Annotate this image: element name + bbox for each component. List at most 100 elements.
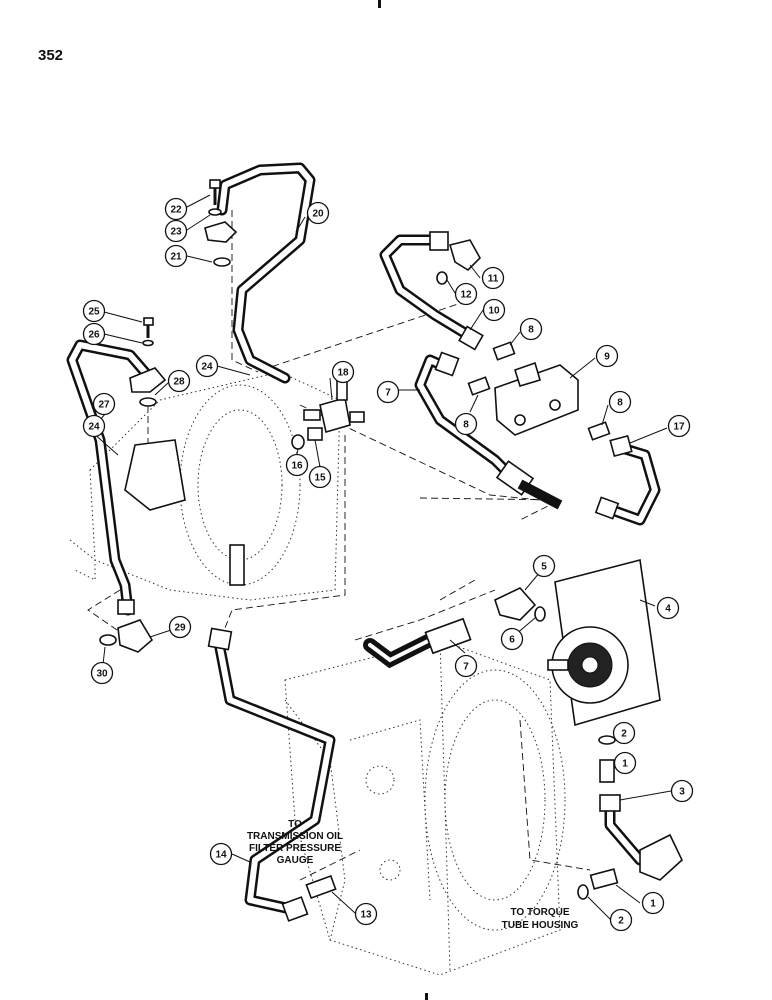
callout-2: 2 — [609, 908, 633, 932]
callout-circle — [164, 219, 188, 243]
callout-label: 27 — [98, 400, 110, 411]
callout-29: 29 — [168, 615, 192, 639]
callout-label: 2 — [621, 729, 627, 740]
callout-label: 16 — [291, 461, 303, 472]
callout-label: 3 — [679, 787, 685, 798]
callout-circle — [608, 390, 632, 414]
callout-circle — [331, 360, 355, 384]
note-gauge-line: FILTER PRESSURE — [249, 843, 341, 854]
callout-label: 21 — [170, 252, 182, 263]
callout-label: 7 — [385, 388, 391, 399]
callout-label: 8 — [463, 420, 469, 431]
callout-label: 13 — [360, 910, 372, 921]
callout-30: 30 — [90, 661, 114, 685]
callout-6: 6 — [500, 627, 524, 651]
note-torque: TO TORQUE TUBE HOUSING — [502, 907, 579, 931]
callout-circle — [354, 902, 378, 926]
callout-circle — [306, 201, 330, 225]
callout-circle — [82, 299, 106, 323]
callout-label: 7 — [463, 662, 469, 673]
callout-circle — [82, 322, 106, 346]
hose-7-lower — [363, 617, 472, 669]
alignment-lines — [87, 210, 591, 881]
callout-circle — [454, 282, 478, 306]
callout-label: 4 — [665, 604, 671, 615]
callout-circle — [612, 721, 636, 745]
callout-circle — [164, 197, 188, 221]
callout-circle — [670, 779, 694, 803]
callout-label: 17 — [673, 422, 685, 433]
callout-label: 11 — [488, 274, 499, 285]
callout-label: 8 — [528, 325, 534, 336]
callout-5: 5 — [532, 554, 556, 578]
callout-circle — [308, 465, 332, 489]
callout-circle — [195, 354, 219, 378]
callout-circle — [209, 842, 233, 866]
callout-13: 13 — [354, 902, 378, 926]
page-number: 352 — [38, 47, 64, 64]
callout-9: 9 — [595, 344, 619, 368]
callout-27: 27 — [92, 392, 116, 416]
note-torque-line: TUBE HOUSING — [502, 920, 579, 931]
fittings — [99, 179, 683, 922]
callout-label: 28 — [173, 377, 185, 388]
callout-25: 25 — [82, 299, 106, 323]
callout-circle — [167, 369, 191, 393]
callout-label: 18 — [337, 368, 349, 379]
callout-label: 25 — [88, 307, 100, 318]
callout-12: 12 — [454, 282, 478, 306]
callout-label: 14 — [215, 850, 227, 861]
callout-15: 15 — [308, 465, 332, 489]
callout-24: 24 — [82, 414, 106, 438]
callout-label: 5 — [541, 562, 547, 573]
tubes — [66, 162, 666, 916]
callout-circle — [454, 412, 478, 436]
callout-8: 8 — [608, 390, 632, 414]
note-gauge-line: GAUGE — [277, 855, 314, 866]
callout-26: 26 — [82, 322, 106, 346]
callout-label: 22 — [170, 205, 182, 216]
callout-circle — [168, 615, 192, 639]
callout-label: 26 — [88, 330, 100, 341]
callout-label: 12 — [460, 290, 472, 301]
callout-circle — [90, 661, 114, 685]
callout-circle — [609, 908, 633, 932]
callout-label: 6 — [509, 635, 515, 646]
callout-circle — [481, 266, 505, 290]
callout-2: 2 — [612, 721, 636, 745]
callout-circle — [519, 317, 543, 341]
callout-20: 20 — [306, 201, 330, 225]
callout-label: 20 — [312, 209, 324, 220]
callout-21: 21 — [164, 244, 188, 268]
callout-label: 30 — [96, 669, 108, 680]
callout-group: 2223212025262428272418161511121089788175… — [82, 197, 694, 932]
callout-label: 24 — [201, 362, 213, 373]
callout-circle — [613, 751, 637, 775]
callout-circle — [667, 414, 691, 438]
callout-16: 16 — [285, 453, 309, 477]
leader-lines — [83, 194, 672, 921]
callout-label: 1 — [650, 899, 656, 910]
callout-circle — [532, 554, 556, 578]
callout-1: 1 — [641, 891, 665, 915]
callout-22: 22 — [164, 197, 188, 221]
callout-circle — [500, 627, 524, 651]
callout-circle — [454, 654, 478, 678]
callout-14: 14 — [209, 842, 233, 866]
callout-label: 1 — [622, 759, 628, 770]
callout-28: 28 — [167, 369, 191, 393]
callout-17: 17 — [667, 414, 691, 438]
callout-circle — [164, 244, 188, 268]
callout-circle — [656, 596, 680, 620]
note-gauge-line: TO — [288, 819, 302, 830]
callout-label: 2 — [618, 916, 624, 927]
callout-circle — [285, 453, 309, 477]
callout-3: 3 — [670, 779, 694, 803]
callout-23: 23 — [164, 219, 188, 243]
note-gauge-line: TRANSMISSION OIL — [247, 831, 343, 842]
callout-18: 18 — [331, 360, 355, 384]
callout-1: 1 — [613, 751, 637, 775]
note-torque-line: TO TORQUE — [510, 907, 569, 918]
callout-4: 4 — [656, 596, 680, 620]
